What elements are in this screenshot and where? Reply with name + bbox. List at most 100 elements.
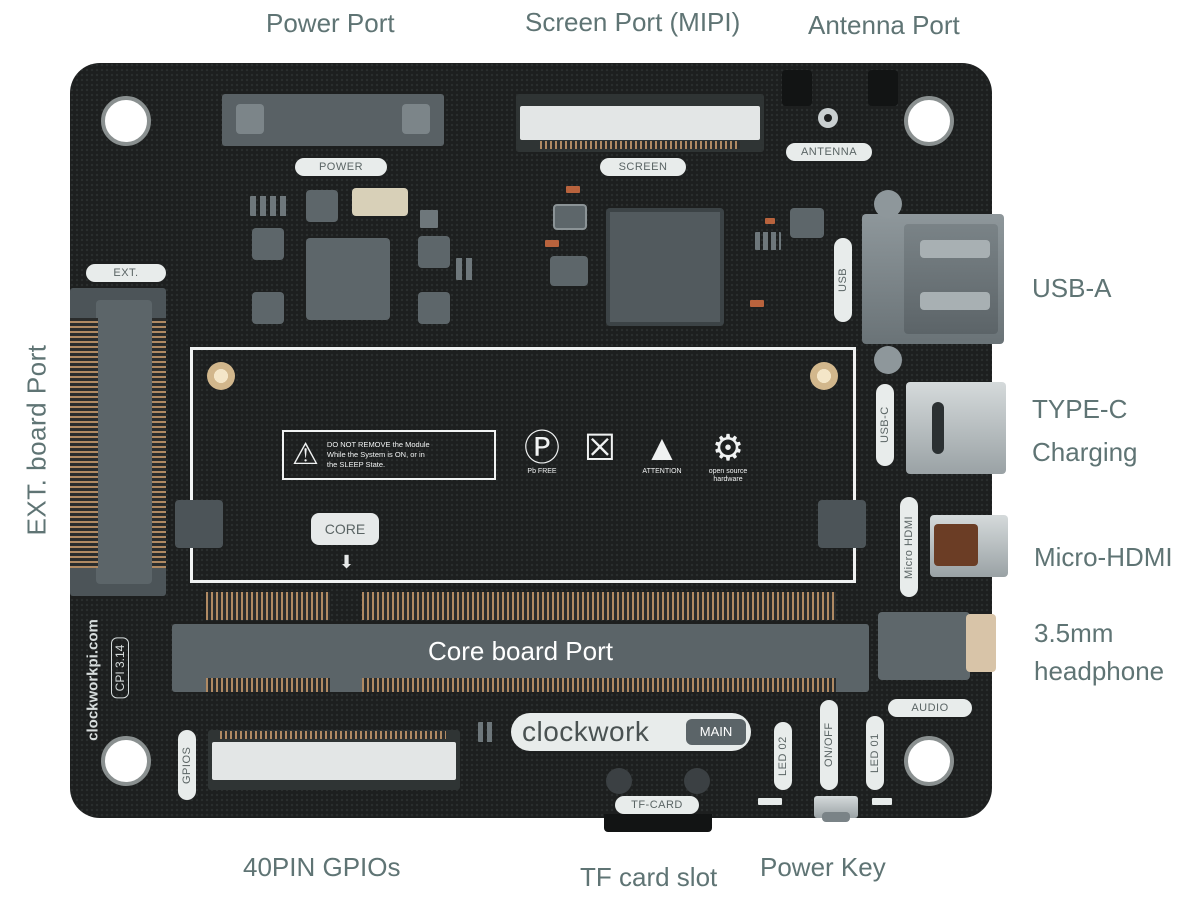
inductor [418,292,450,324]
usb-a-mount [874,190,902,218]
callout-tf-card: TF card slot [580,862,718,892]
oshw-mark: ⚙ open source hardware [698,428,758,484]
usb-a-mount [874,346,902,374]
core-port-pins [206,592,330,620]
inductor [252,228,284,260]
main-tag: MAIN [686,719,746,745]
regulator-chip [306,238,390,320]
pcb-board [70,63,992,818]
silk-antenna: ANTENNA [786,143,872,161]
module-warning-label: ⚠ DO NOT REMOVE the Module While the Sys… [282,430,496,480]
module-latch[interactable] [175,500,223,548]
resistor [566,186,580,193]
inductor [306,190,338,222]
smd-part [420,210,438,228]
power-key-actuator [822,812,850,822]
micro-hdmi-opening [934,524,978,566]
usb-a-tongue [920,292,990,310]
mounting-hole [101,96,151,146]
warning-line: the SLEEP State. [326,460,386,469]
callout-micro-hdmi: Micro-HDMI [1034,542,1173,572]
type-c-opening [932,402,944,454]
led-02 [758,798,782,805]
smd-part [250,196,290,216]
led-01 [872,798,892,805]
inductor [418,236,450,268]
weee-mark: ☒ [576,428,624,468]
callout-usb-a: USB-A [1032,273,1112,303]
silk-micro-hdmi: Micro HDMI [900,497,918,597]
warning-text: DO NOT REMOVE the Module While the Syste… [327,440,430,470]
callout-type-c-line-2: Charging [1032,437,1138,467]
warning-triangle-icon: ⚠ [292,438,319,471]
standoff [810,362,838,390]
power-connector-latch [236,104,264,134]
core-port-pins [206,678,330,692]
ic [790,208,824,238]
esd-label: ATTENTION [642,468,682,475]
silk-audio: AUDIO [888,699,972,717]
tf-card-slot[interactable] [604,814,712,832]
warning-line: While the System is ON, or in [326,450,425,459]
power-connector-latch [402,104,430,134]
callout-power-key: Power Key [760,852,886,882]
silk-led-02: LED 02 [774,722,792,790]
core-port-pins [362,678,836,692]
smd-part [755,232,781,250]
lead-free-mark: Ⓟ Pb FREE [516,428,568,476]
mounting-hole [101,736,151,786]
ic [550,256,588,286]
mounting-hole [904,736,954,786]
antenna-port-center [824,114,832,122]
lead-free-icon: Ⓟ [523,427,560,468]
callout-gpio: 40PIN GPIOs [243,852,401,882]
gpio-connector-pins [220,731,446,739]
callout-headphone-line-1: 3.5mm [1034,618,1114,648]
ext-board-connector-pins [70,318,98,568]
core-arrow-icon: ⬇ [339,552,355,572]
callout-headphone-line-2: headphone [1034,656,1165,686]
version-silk: CPI 3.14 [111,637,129,699]
callout-type-c-line-1: TYPE-C [1032,394,1128,424]
warning-line: DO NOT REMOVE the Module [326,440,430,449]
crystal [553,204,587,230]
esd-hand-icon: ▲ [644,427,680,468]
gpio-connector-slot [212,742,456,780]
capacitor [352,188,408,216]
tf-card-mount [684,768,710,794]
silk-power: POWER [295,158,387,176]
silk-on-off: ON/OFF [820,700,838,790]
resistor [750,300,764,307]
brand-logo-text: clockwork [522,716,650,747]
callout-type-c: TYPE-C Charging [1032,388,1138,474]
resistor [545,240,559,247]
resistor [765,218,775,224]
antenna-block [868,70,898,106]
antenna-block [782,70,812,106]
core-module-outline [190,347,856,583]
oshw-label: open source hardware [708,468,748,483]
callout-antenna-port: Antenna Port [808,10,960,40]
inductor [252,292,284,324]
open-hardware-gear-icon: ⚙ [711,427,745,468]
ext-board-connector-pins [152,318,166,568]
core-port-pins [362,592,836,620]
mounting-hole [904,96,954,146]
callout-screen-port: Screen Port (MIPI) [525,7,741,37]
silk-gpios: GPIOS [178,730,196,800]
tf-card-mount [606,768,632,794]
type-c-port[interactable] [906,382,1006,474]
silk-ext: EXT. [86,264,166,282]
silk-core: CORE [311,513,379,545]
processor-chip [606,208,724,326]
module-latch[interactable] [818,500,866,548]
silk-tf-card: TF-CARD [615,796,699,814]
headphone-jack[interactable] [878,612,970,680]
smd-part [478,722,494,742]
crossed-bin-icon: ☒ [583,427,617,468]
standoff [207,362,235,390]
screen-connector-slot [520,106,760,140]
website-silk: clockworkpi.com [84,619,102,741]
callout-power-port: Power Port [266,8,395,38]
silk-screen: SCREEN [600,158,686,176]
